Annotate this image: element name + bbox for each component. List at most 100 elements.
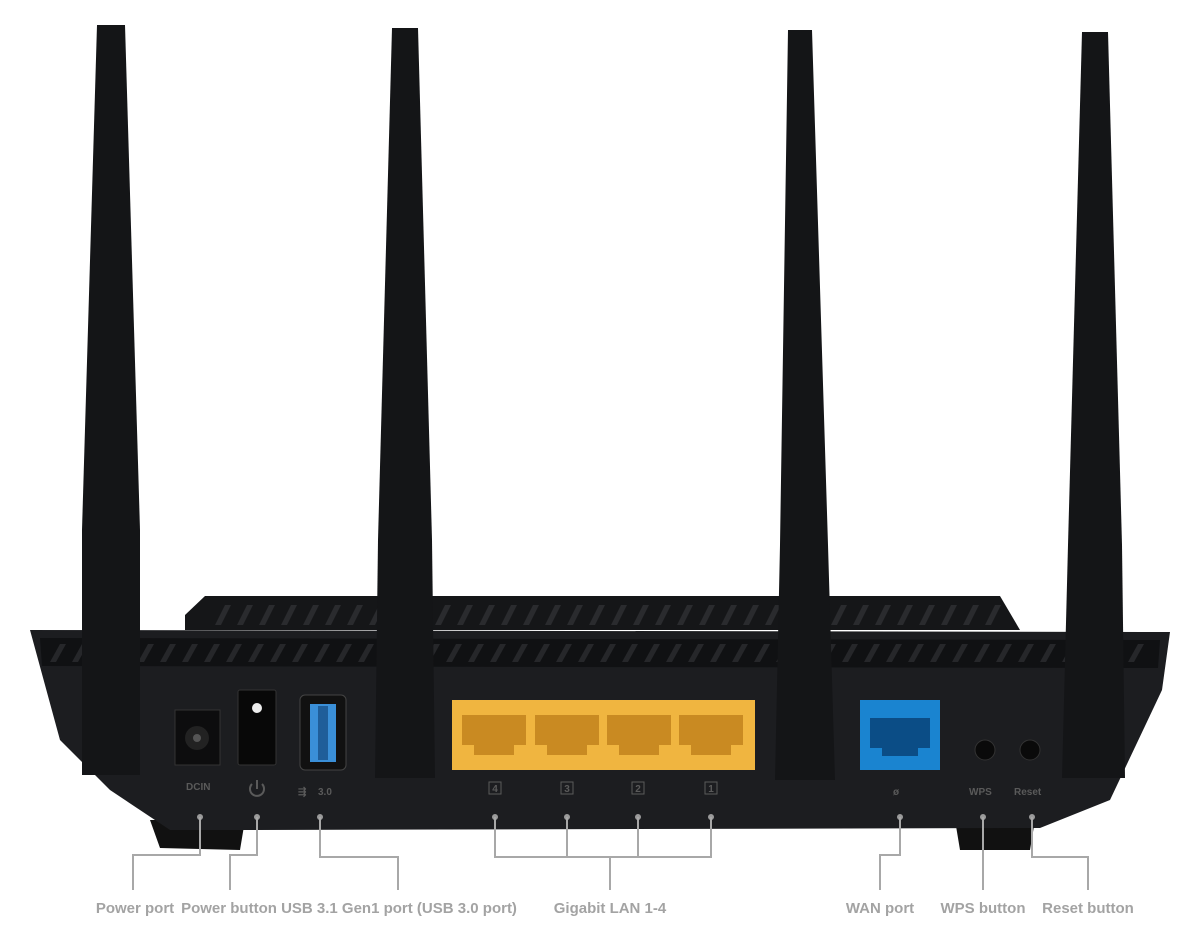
- vent-slot: [534, 644, 550, 662]
- vent-slot: [479, 605, 495, 625]
- reset-marking: Reset: [1014, 787, 1042, 798]
- vent-slot: [897, 605, 913, 625]
- vent-slot: [974, 644, 990, 662]
- vent-slot: [160, 644, 176, 662]
- vent-slot: [1128, 644, 1144, 662]
- front-vent-strip: [40, 638, 1160, 668]
- lan-jack[interactable]: [679, 715, 743, 755]
- lan-ports[interactable]: [452, 700, 755, 770]
- vent-slot: [688, 644, 704, 662]
- vent-slot: [666, 644, 682, 662]
- dcin-marking: DCIN: [186, 782, 210, 793]
- vent-slot: [633, 605, 649, 625]
- vent-slot: [281, 605, 297, 625]
- vent-slot: [853, 605, 869, 625]
- lan-number-box: [560, 781, 574, 795]
- vent-slot: [941, 605, 957, 625]
- vent-slot: [963, 605, 979, 625]
- lan-number-box: [488, 781, 502, 795]
- vent-slot: [677, 605, 693, 625]
- vent-slot: [875, 605, 891, 625]
- vent-slot: [292, 644, 308, 662]
- vent-slot: [204, 644, 220, 662]
- vent-slot: [226, 644, 242, 662]
- vent-slot: [567, 605, 583, 625]
- vent-slot: [842, 644, 858, 662]
- lan-number: 1: [708, 784, 714, 795]
- vent-slot: [655, 605, 671, 625]
- vent-slot: [270, 644, 286, 662]
- vent-slot: [622, 644, 638, 662]
- lan-number-box: [704, 781, 718, 795]
- vent-slot: [215, 605, 231, 625]
- vent-slot: [446, 644, 462, 662]
- vent-slot: [743, 605, 759, 625]
- vent-slot: [886, 644, 902, 662]
- vent-slot: [248, 644, 264, 662]
- vent-slot: [259, 605, 275, 625]
- vent-slot: [996, 644, 1012, 662]
- vent-slot: [765, 605, 781, 625]
- vent-slot: [347, 605, 363, 625]
- lan-number: 4: [492, 784, 498, 795]
- vent-slot: [952, 644, 968, 662]
- vent-slot: [1018, 644, 1034, 662]
- lan-number-box: [631, 781, 645, 795]
- vent-slot: [908, 644, 924, 662]
- vent-slot: [864, 644, 880, 662]
- vent-slot: [1040, 644, 1056, 662]
- lan-jack[interactable]: [607, 715, 671, 755]
- reset-button[interactable]: [1019, 739, 1041, 761]
- antenna-2: [375, 28, 435, 778]
- vent-slot: [589, 605, 605, 625]
- label-wan-port: WAN port: [846, 900, 914, 917]
- usb-symbol-icon: ⇶: [298, 786, 307, 798]
- power-port[interactable]: [174, 709, 221, 766]
- vent-slot: [237, 605, 253, 625]
- label-wps-button: WPS button: [941, 900, 1026, 917]
- wps-marking: WPS: [969, 787, 992, 798]
- vent-slot: [303, 605, 319, 625]
- vent-slot: [578, 644, 594, 662]
- vent-slot: [523, 605, 539, 625]
- wan-port[interactable]: [860, 700, 940, 770]
- vent-slot: [336, 644, 352, 662]
- usb-port[interactable]: [299, 694, 347, 771]
- leader-lines: [132, 814, 1089, 890]
- vent-slot: [754, 644, 770, 662]
- vent-slot: [611, 605, 627, 625]
- vent-slot: [512, 644, 528, 662]
- vent-slot: [710, 644, 726, 662]
- vent-slot: [468, 644, 484, 662]
- vent-slot: [732, 644, 748, 662]
- lan-jack[interactable]: [535, 715, 599, 755]
- vent-slot: [325, 605, 341, 625]
- label-reset-button: Reset button: [1042, 900, 1134, 917]
- vent-slot: [699, 605, 715, 625]
- label-power-button: Power button: [181, 900, 277, 917]
- vent-slot: [138, 644, 154, 662]
- vent-slot: [490, 644, 506, 662]
- wps-button[interactable]: [974, 739, 996, 761]
- vent-slot: [457, 605, 473, 625]
- antenna-1: [82, 25, 140, 775]
- vent-slot: [50, 644, 66, 662]
- lan-jack[interactable]: [462, 715, 526, 755]
- label-power-port: Power port: [96, 900, 174, 917]
- vent-slot: [644, 644, 660, 662]
- vent-slot: [501, 605, 517, 625]
- power-symbol-icon: [249, 780, 265, 797]
- vent-slot: [919, 605, 935, 625]
- power-button[interactable]: [237, 689, 277, 766]
- vent-slot: [545, 605, 561, 625]
- vent-slot: [930, 644, 946, 662]
- vent-slot: [600, 644, 616, 662]
- label-usb-port: USB 3.1 Gen1 port (USB 3.0 port): [281, 900, 517, 917]
- antenna-3: [775, 30, 835, 780]
- lan-number: 3: [564, 784, 570, 795]
- vent-slot: [556, 644, 572, 662]
- vent-slot: [435, 605, 451, 625]
- vent-slot: [182, 644, 198, 662]
- wan-globe-icon: ø: [893, 787, 900, 798]
